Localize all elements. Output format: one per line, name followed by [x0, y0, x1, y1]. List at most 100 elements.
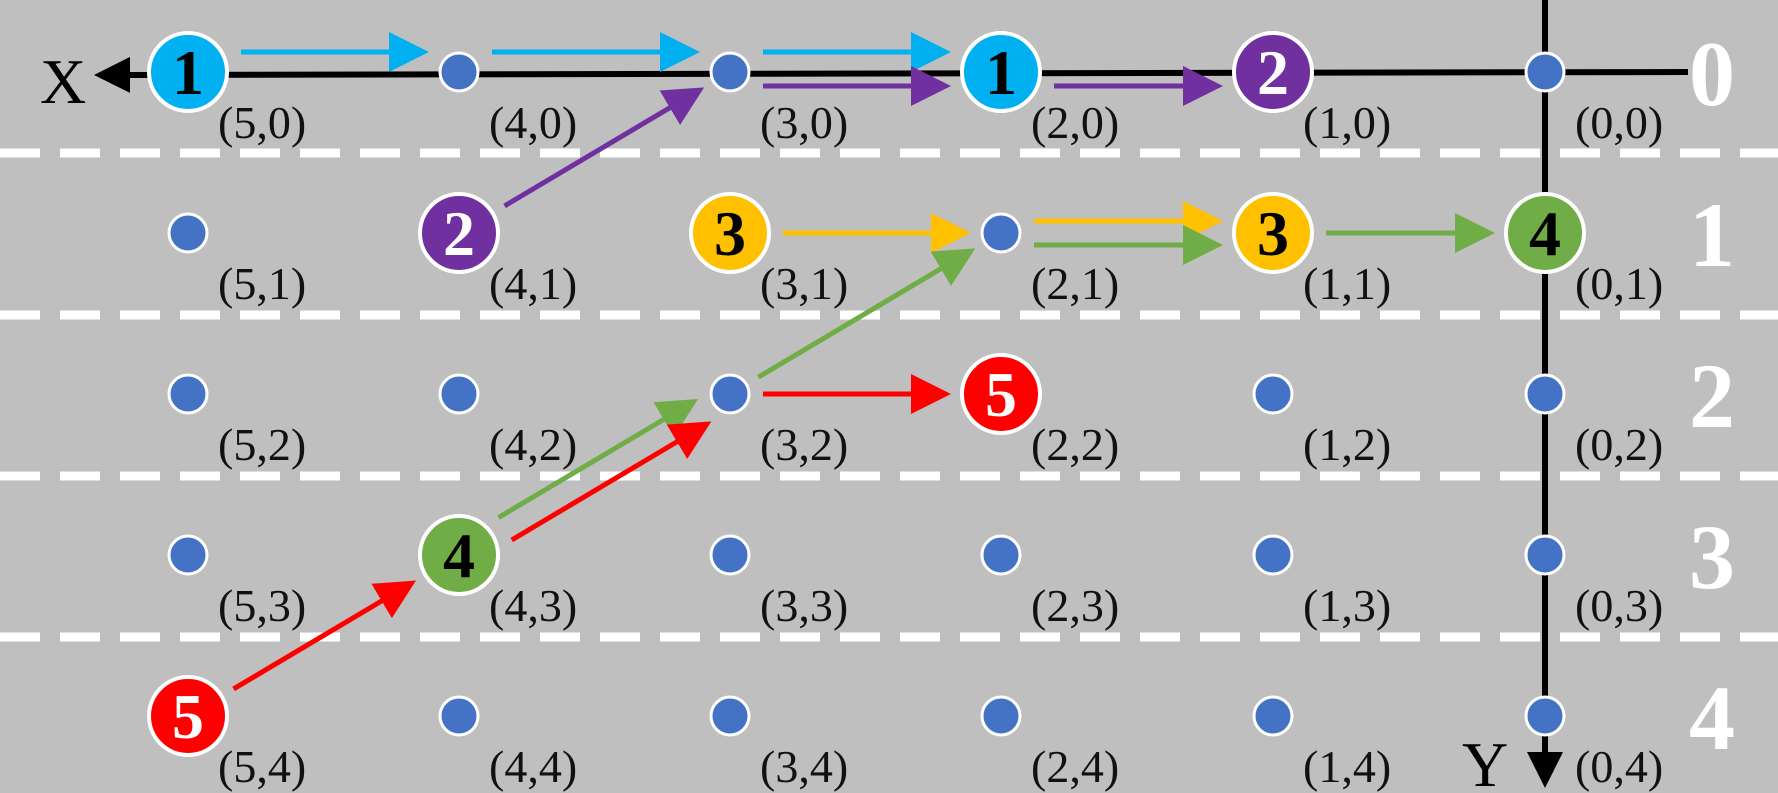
grid-point: (3,4)	[709, 695, 848, 792]
grid-point: (0,0)	[1524, 51, 1663, 148]
grid-point: 2(4,1)	[418, 192, 577, 309]
coordinate-label: (3,3)	[760, 580, 848, 631]
grid-point: 5 (2,2)	[960, 353, 1119, 470]
step-marker-number: 3	[1257, 198, 1289, 269]
row-label: 4	[1689, 667, 1735, 769]
coordinate-label: (0,4)	[1575, 741, 1663, 792]
grid-point: (3,2)	[709, 373, 848, 470]
grid-point: (5,2)	[167, 373, 306, 470]
grid-dot	[1524, 373, 1566, 415]
grid-dot	[980, 695, 1022, 737]
step-marker-number: 5	[985, 359, 1017, 430]
step-marker-circle	[960, 31, 1042, 113]
grid-dot	[167, 212, 209, 254]
coordinate-label: (3,1)	[760, 258, 848, 309]
coordinate-label: (4,0)	[489, 97, 577, 148]
coordinate-label: (0,2)	[1575, 419, 1663, 470]
grid-point: 4 (0,1)	[1504, 192, 1663, 309]
grid-point: (1,2)	[1252, 373, 1391, 470]
grid-dot	[980, 212, 1022, 254]
row-label: 2	[1689, 345, 1735, 447]
row-label: 3	[1689, 506, 1735, 608]
red-path-arrow	[510, 421, 712, 543]
grid-point: (0,4)	[1524, 695, 1663, 792]
step-marker-circle	[960, 353, 1042, 435]
step-marker-number: 2	[1257, 37, 1289, 108]
grid-dot	[438, 51, 480, 93]
grid-point: (1,4)	[1252, 695, 1391, 792]
coordinate-label: (4,1)	[489, 258, 577, 309]
step-marker-number: 3	[714, 198, 746, 269]
coordinate-label: (3,0)	[760, 97, 848, 148]
grid-dot	[709, 534, 751, 576]
grid-point: (0,3)	[1524, 534, 1663, 631]
coordinate-label: (1,0)	[1303, 97, 1391, 148]
step-marker-circle	[1504, 192, 1586, 274]
grid-dot	[438, 695, 480, 737]
grid-dot	[1252, 534, 1294, 576]
row-label: 0	[1689, 23, 1735, 125]
step-marker-circle	[147, 675, 229, 757]
grid-dot	[1524, 51, 1566, 93]
row-label: 1	[1689, 184, 1735, 286]
grid-dot	[438, 373, 480, 415]
step-marker-number: 4	[1529, 198, 1561, 269]
grid-point: (4,0)	[438, 51, 577, 148]
grid-point: 5 (5,4)	[147, 675, 306, 792]
coordinate-label: (3,2)	[760, 419, 848, 470]
coordinate-label: (0,0)	[1575, 97, 1663, 148]
grid-dot	[167, 373, 209, 415]
grid-dot	[1524, 695, 1566, 737]
step-marker-number: 5	[172, 681, 204, 752]
x-axis-label: X	[40, 46, 86, 117]
grid-dot	[167, 534, 209, 576]
grid-point: 4 (4,3)	[418, 514, 577, 631]
coordinate-label: (5,3)	[218, 580, 306, 631]
grid-point: 1(5,0)	[147, 31, 306, 148]
grid-dot	[1524, 534, 1566, 576]
step-marker-circle	[1232, 31, 1314, 113]
grid-point: 2 (1,0)	[1232, 31, 1391, 148]
red-path-arrow	[232, 580, 417, 692]
grid-dot	[1252, 373, 1294, 415]
grid-dot	[709, 51, 751, 93]
grid-point: (2,3)	[980, 534, 1119, 631]
coordinate-label: (4,4)	[489, 741, 577, 792]
coordinate-label: (1,4)	[1303, 741, 1391, 792]
coordinate-label: (2,1)	[1031, 258, 1119, 309]
coordinate-label: (2,3)	[1031, 580, 1119, 631]
green-path-arrow	[497, 399, 699, 520]
path-arrows	[232, 32, 1495, 692]
grid-point: (5,3)	[167, 534, 306, 631]
grid-point: (1,3)	[1252, 534, 1391, 631]
coordinate-label: (2,2)	[1031, 419, 1119, 470]
step-marker-circle	[1232, 192, 1314, 274]
y-axis-label: Y	[1462, 729, 1508, 793]
grid-point: (5,1)	[167, 212, 306, 309]
coordinate-label: (5,0)	[218, 97, 306, 148]
grid-point: 3(1,1)	[1232, 192, 1391, 309]
step-marker-number: 4	[443, 520, 475, 591]
coordinate-label: (3,4)	[760, 741, 848, 792]
row-labels: 0 1 2 3 4	[1689, 23, 1735, 769]
coordinate-label: (1,3)	[1303, 580, 1391, 631]
coordinate-label: (2,4)	[1031, 741, 1119, 792]
step-marker-circle	[147, 31, 229, 113]
grid-point: (3,0)	[709, 51, 848, 148]
step-marker-circle	[418, 192, 500, 274]
grid-dot	[980, 534, 1022, 576]
grid-point: (4,4)	[438, 695, 577, 792]
coordinate-label: (5,2)	[218, 419, 306, 470]
grid-dot	[709, 695, 751, 737]
coordinate-label: (5,4)	[218, 741, 306, 792]
grid-dot	[1252, 695, 1294, 737]
grid-point: (4,2)	[438, 373, 577, 470]
step-marker-circle	[418, 514, 500, 596]
grid-point: (2,4)	[980, 695, 1119, 792]
coordinate-label: (0,1)	[1575, 258, 1663, 309]
coordinate-label: (1,2)	[1303, 419, 1391, 470]
grid-point: (2,1)	[980, 212, 1119, 309]
coordinate-label: (4,3)	[489, 580, 577, 631]
step-marker-number: 1	[985, 37, 1017, 108]
